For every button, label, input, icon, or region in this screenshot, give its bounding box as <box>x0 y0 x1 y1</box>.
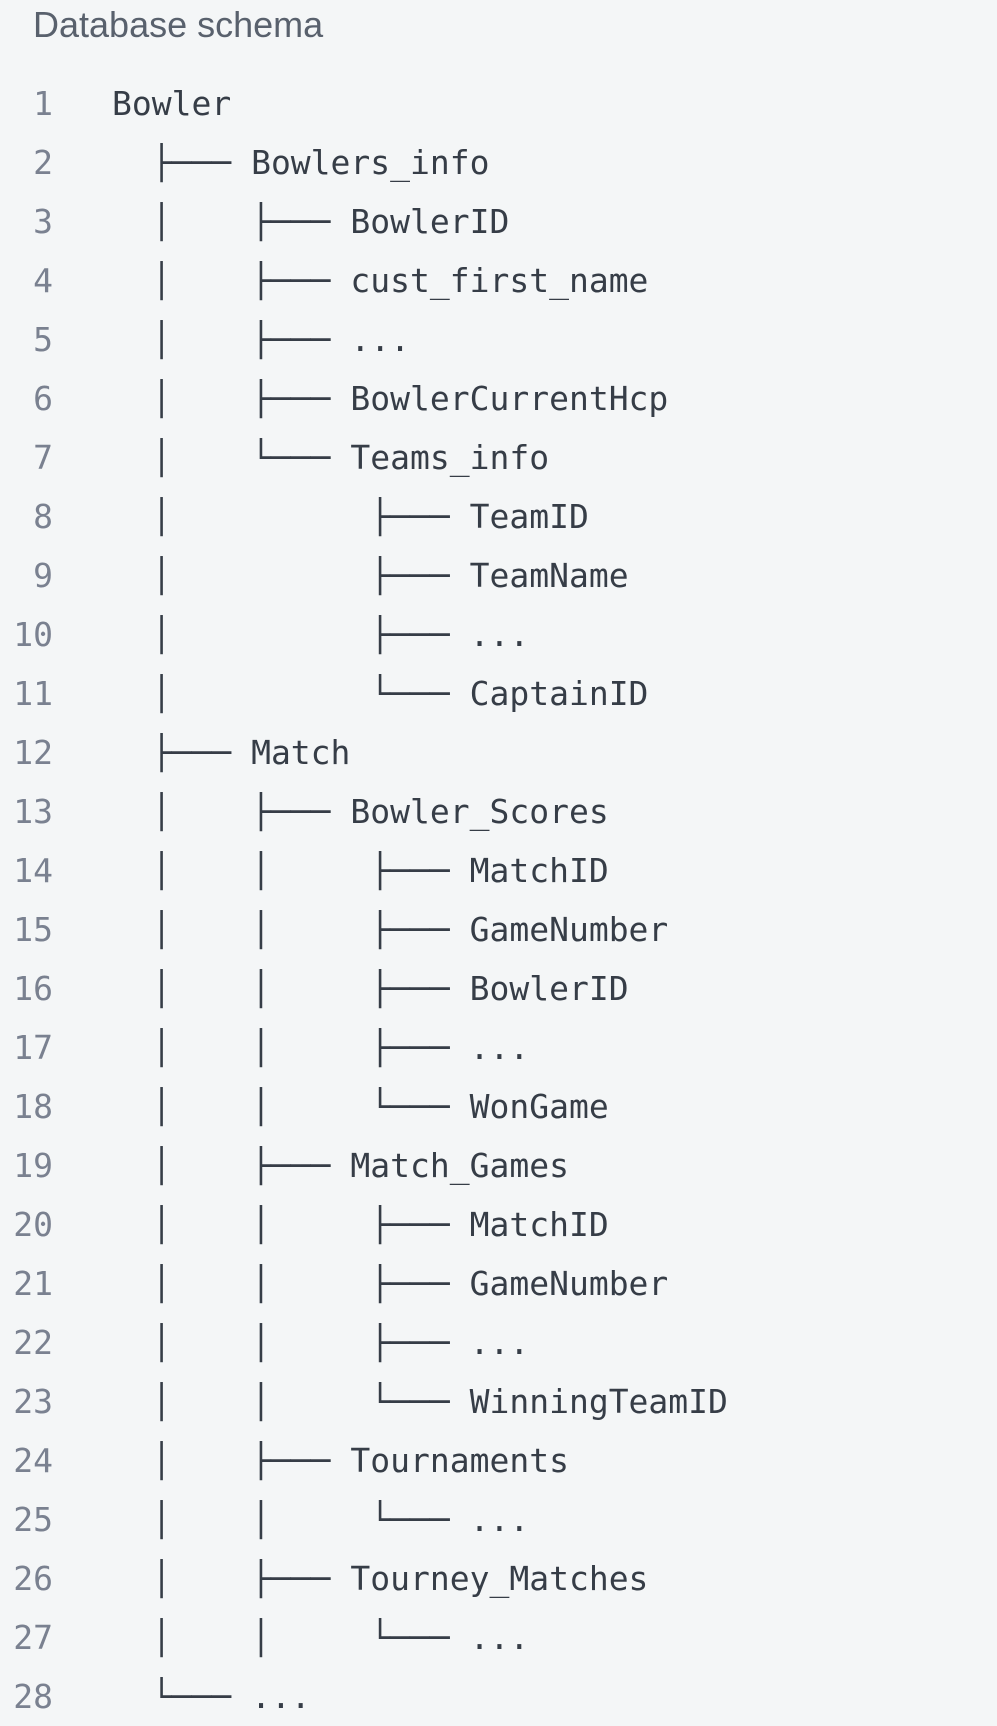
code-line: 19 │ ├─── Match_Games <box>0 1136 997 1195</box>
line-number: 13 <box>13 792 53 831</box>
line-number: 23 <box>13 1382 53 1421</box>
line-number: 28 <box>13 1677 53 1716</box>
code-line-text: │ │ └─── ... <box>112 1500 530 1539</box>
code-line: 14 │ │ ├─── MatchID <box>0 841 997 900</box>
code-line: 13 │ ├─── Bowler_Scores <box>0 782 997 841</box>
code-line: 17 │ │ ├─── ... <box>0 1018 997 1077</box>
code-line: 6 │ ├─── BowlerCurrentHcp <box>0 369 997 428</box>
line-number: 6 <box>33 379 53 418</box>
line-number: 3 <box>33 202 53 241</box>
code-line: 26 │ ├─── Tourney_Matches <box>0 1549 997 1608</box>
code-line: 8 │ ├─── TeamID <box>0 487 997 546</box>
code-line-text: │ │ ├─── GameNumber <box>112 910 669 949</box>
line-number: 7 <box>33 438 53 477</box>
code-line: 5 │ ├─── ... <box>0 310 997 369</box>
code-line: 12 ├─── Match <box>0 723 997 782</box>
code-line: 20 │ │ ├─── MatchID <box>0 1195 997 1254</box>
line-number: 5 <box>33 320 53 359</box>
code-line: 4 │ ├─── cust_first_name <box>0 251 997 310</box>
line-number: 22 <box>13 1323 53 1362</box>
code-line-text: │ ├─── cust_first_name <box>112 261 649 300</box>
code-line: 27 │ │ └─── ... <box>0 1608 997 1667</box>
code-line: 10 │ ├─── ... <box>0 605 997 664</box>
code-line: 21 │ │ ├─── GameNumber <box>0 1254 997 1313</box>
code-line-text: │ ├─── Match_Games <box>112 1146 569 1185</box>
line-number: 24 <box>13 1441 53 1480</box>
code-line: 25 │ │ └─── ... <box>0 1490 997 1549</box>
line-number: 10 <box>13 615 53 654</box>
code-line-text: │ └─── CaptainID <box>112 674 649 713</box>
code-line-text: │ └─── Teams_info <box>112 438 550 477</box>
page-title: Database schema <box>33 4 324 45</box>
code-line-text: │ ├─── ... <box>112 615 530 654</box>
code-line-text: │ │ └─── WonGame <box>112 1087 609 1126</box>
code-line: 16 │ │ ├─── BowlerID <box>0 959 997 1018</box>
code-line-text: │ ├─── TeamName <box>112 556 629 595</box>
code-line-text: │ │ ├─── BowlerID <box>112 969 629 1008</box>
code-line: 1 Bowler <box>0 74 997 133</box>
line-number: 11 <box>13 674 53 713</box>
line-number: 8 <box>33 497 53 536</box>
code-line: 7 │ └─── Teams_info <box>0 428 997 487</box>
code-line-text: ├─── Bowlers_info <box>112 143 490 182</box>
line-number: 9 <box>33 556 53 595</box>
line-number: 1 <box>33 84 53 123</box>
line-number: 27 <box>13 1618 53 1657</box>
code-line: 9 │ ├─── TeamName <box>0 546 997 605</box>
code-line: 11 │ └─── CaptainID <box>0 664 997 723</box>
code-line-text: │ ├─── TeamID <box>112 497 589 536</box>
code-line-text: │ │ ├─── MatchID <box>112 1205 609 1244</box>
code-line: 2 ├─── Bowlers_info <box>0 133 997 192</box>
line-number: 2 <box>33 143 53 182</box>
code-line-text: │ │ ├─── MatchID <box>112 851 609 890</box>
code-line-text: │ │ └─── ... <box>112 1618 530 1657</box>
line-number: 12 <box>13 733 53 772</box>
code-line-text: │ │ ├─── ... <box>112 1323 530 1362</box>
line-number: 20 <box>13 1205 53 1244</box>
code-line-text: ├─── Match <box>112 733 351 772</box>
code-line-text: │ ├─── BowlerID <box>112 202 510 241</box>
code-line-text: │ │ ├─── ... <box>112 1028 530 1067</box>
code-line: 24 │ ├─── Tournaments <box>0 1431 997 1490</box>
code-line: 23 │ │ └─── WinningTeamID <box>0 1372 997 1431</box>
code-line-text: │ ├─── Bowler_Scores <box>112 792 609 831</box>
line-number: 16 <box>13 969 53 1008</box>
code-line-text: └─── ... <box>112 1677 311 1716</box>
code-line: 15 │ │ ├─── GameNumber <box>0 900 997 959</box>
code-line-text: │ ├─── BowlerCurrentHcp <box>112 379 669 418</box>
code-line-text: │ ├─── ... <box>112 320 411 359</box>
code-line-text: Bowler <box>112 84 232 123</box>
line-number: 14 <box>13 851 53 890</box>
line-number: 26 <box>13 1559 53 1598</box>
code-line: 28 └─── ... <box>0 1667 997 1726</box>
code-line-text: │ │ └─── WinningTeamID <box>112 1382 728 1421</box>
line-number: 4 <box>33 261 53 300</box>
code-line-text: │ ├─── Tournaments <box>112 1441 569 1480</box>
line-number: 21 <box>13 1264 53 1303</box>
line-number: 25 <box>13 1500 53 1539</box>
code-line-text: │ │ ├─── GameNumber <box>112 1264 669 1303</box>
line-number: 19 <box>13 1146 53 1185</box>
code-line: 22 │ │ ├─── ... <box>0 1313 997 1372</box>
line-number: 15 <box>13 910 53 949</box>
line-number: 17 <box>13 1028 53 1067</box>
code-line-text: │ ├─── Tourney_Matches <box>112 1559 649 1598</box>
line-number: 18 <box>13 1087 53 1126</box>
code-line: 18 │ │ └─── WonGame <box>0 1077 997 1136</box>
code-line: 3 │ ├─── BowlerID <box>0 192 997 251</box>
